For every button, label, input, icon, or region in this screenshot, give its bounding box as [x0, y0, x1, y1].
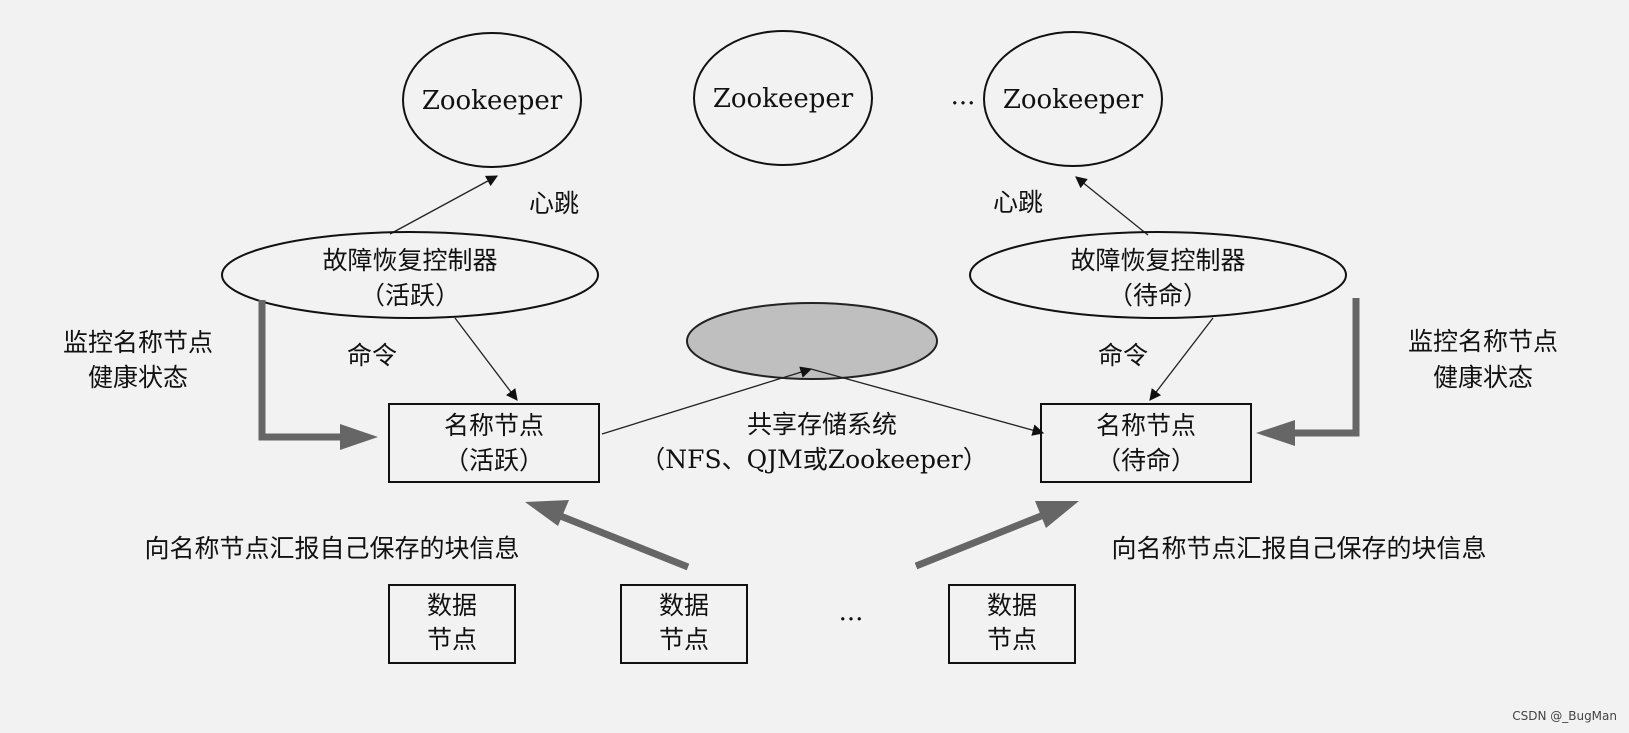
name-node-active-name: 名称节点: [444, 411, 544, 440]
monitor-arrow-left: [258, 300, 378, 450]
failover-controller-active-name: 故障恢复控制器: [322, 246, 497, 275]
heartbeat-label-left: 心跳: [529, 189, 579, 218]
shared-storage-label-line2: （NFS、QJM或Zookeeper）: [640, 445, 987, 474]
heartbeat-label-right: 心跳: [993, 188, 1043, 217]
data-node-3-line1: 数据: [987, 591, 1037, 620]
command-arrow-right: [1149, 317, 1214, 401]
monitor-label-left-line2: 健康状态: [88, 363, 188, 392]
command-label-right: 命令: [1098, 341, 1148, 370]
data-node-3: 数据 节点: [948, 584, 1076, 664]
name-node-standby-state: （待命）: [1096, 446, 1196, 475]
watermark: CSDN @_BugMan: [1512, 709, 1617, 723]
zookeeper-label-3: Zookeeper: [1003, 85, 1144, 115]
shared-storage-label-line1: 共享存储系统: [747, 410, 897, 439]
zookeeper-node-2: Zookeeper: [693, 30, 873, 166]
data-node-3-line2: 节点: [987, 625, 1037, 654]
data-node-2-line1: 数据: [659, 591, 709, 620]
name-node-active-state: （活跃）: [444, 446, 544, 475]
zookeeper-node-1: Zookeeper: [402, 32, 582, 168]
storage-link-active: [601, 366, 813, 435]
name-node-standby-name: 名称节点: [1096, 411, 1196, 440]
monitor-arrow-right: [1256, 298, 1360, 446]
failover-controller-standby-name: 故障恢复控制器: [1070, 246, 1245, 275]
failover-controller-active: 故障恢复控制器 （活跃）: [221, 231, 599, 319]
monitor-label-right-line1: 监控名称节点: [1408, 327, 1558, 356]
zookeeper-ellipsis: ...: [951, 81, 976, 111]
data-node-2: 数据 节点: [620, 584, 748, 664]
data-node-2-line2: 节点: [659, 625, 709, 654]
data-node-1-line2: 节点: [427, 625, 477, 654]
heartbeat-arrow-left: [389, 175, 499, 235]
report-arrow-right: [914, 501, 1079, 570]
command-label-left: 命令: [347, 341, 397, 370]
data-node-1-line1: 数据: [427, 591, 477, 620]
report-label-left: 向名称节点汇报自己保存的块信息: [144, 534, 519, 563]
report-label-right: 向名称节点汇报自己保存的块信息: [1111, 534, 1486, 563]
monitor-label-left-line1: 监控名称节点: [63, 328, 213, 357]
shared-storage-ellipse: [686, 302, 938, 380]
monitor-label-right-line2: 健康状态: [1433, 363, 1533, 392]
command-arrow-left: [454, 317, 518, 401]
failover-controller-standby: 故障恢复控制器 （待命）: [969, 231, 1347, 319]
heartbeat-arrow-right: [1075, 176, 1149, 236]
zookeeper-label-2: Zookeeper: [713, 84, 854, 114]
zookeeper-label-1: Zookeeper: [422, 86, 563, 116]
failover-controller-active-state: （活跃）: [360, 281, 460, 310]
data-node-1: 数据 节点: [388, 584, 516, 664]
storage-link-standby: [810, 368, 1045, 436]
name-node-standby: 名称节点 （待命）: [1040, 403, 1252, 483]
zookeeper-node-3: Zookeeper: [983, 31, 1163, 167]
failover-controller-standby-state: （待命）: [1108, 281, 1208, 310]
data-node-ellipsis: ...: [839, 597, 864, 627]
name-node-active: 名称节点 （活跃）: [388, 403, 600, 483]
report-arrow-left: [525, 500, 690, 571]
